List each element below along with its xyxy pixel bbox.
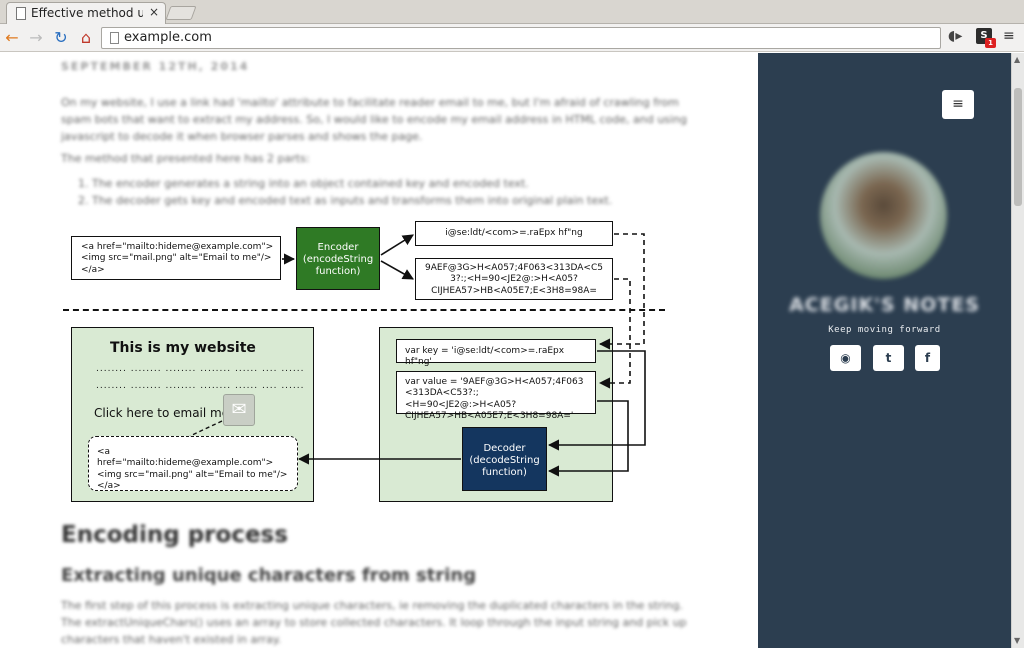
tab-close-icon[interactable]: × [149, 5, 160, 19]
scrollbar-thumb[interactable] [1014, 88, 1022, 206]
arrow [598, 278, 631, 389]
speaker-icon[interactable]: ◖▸ [948, 28, 963, 44]
decoder-label: function) [482, 467, 527, 478]
browser-menu-icon[interactable]: ≡ [1003, 28, 1015, 44]
placeholder-text: ........ ........ ........ ........ ....… [96, 381, 305, 391]
encoder-box: Encoder (encodeString function) [296, 227, 380, 290]
encoded-line: 3?:;<H=90<JE2@:>H<A05? [450, 274, 578, 285]
reload-icon[interactable]: ↻ [54, 28, 68, 47]
tab-strip: Effective method usin × [0, 0, 1024, 24]
extension-badge: 1 [985, 38, 996, 48]
mail-icon: ✉ [223, 394, 255, 426]
website-title: This is my website [110, 340, 256, 356]
encoded-line: 9AEF@3G>H<A057;4F063<313DA<C5 [425, 263, 603, 273]
decoder-label: (decodeString [469, 455, 540, 466]
var-value-box: var value = '9AEF@3G>H<A057;4F063 <313DA… [396, 371, 596, 421]
code-line: <a href="mailto:hideme@example.com"> [97, 447, 274, 469]
output-html-box: <a href="mailto:hideme@example.com"> <im… [88, 436, 298, 491]
code-line: </a> [97, 480, 121, 491]
browser-toolbar: ← → ↻ ⌂ example.com [0, 24, 1024, 52]
list-item: 1. The encoder generates a string into a… [78, 177, 529, 190]
post-date: SEPTEMBER 12TH, 2014 [61, 60, 250, 73]
arrow [380, 260, 414, 280]
key-output-box: i@se:ldt/<com>=.raEpx hf"ng [415, 221, 613, 246]
url-text: example.com [124, 30, 212, 45]
placeholder-text: ........ ........ ........ ........ ....… [96, 364, 305, 374]
site-title[interactable]: ACEGIK'S NOTES [789, 294, 980, 316]
website-panel: This is my website ........ ........ ...… [71, 327, 314, 502]
encoder-label: function) [315, 266, 361, 277]
page-scrollbar[interactable]: ▲ ▼ [1011, 53, 1024, 648]
new-tab-button[interactable] [165, 6, 197, 20]
twitter-icon[interactable]: t [873, 345, 904, 371]
facebook-icon[interactable]: f [915, 345, 940, 371]
forward-arrow-icon[interactable]: → [29, 28, 43, 47]
tab-title: Effective method usin [31, 6, 143, 20]
code-line: var value = '9AEF@3G>H<A057;4F063 [405, 377, 584, 387]
page-icon [110, 32, 119, 44]
code-line: <img src="mail.png" alt="Email to me"/> [97, 469, 288, 480]
back-arrow-icon[interactable]: ← [5, 28, 19, 47]
connector-line [189, 420, 223, 437]
page-icon [16, 7, 26, 20]
arrow [547, 400, 629, 477]
code-line: CIJHEA57>HB<A05E7;E<3H8=98A=' [405, 410, 574, 421]
scroll-down-icon[interactable]: ▼ [1014, 636, 1021, 645]
site-tagline: Keep moving forward [828, 325, 941, 335]
tab-active[interactable]: Effective method usin × [6, 2, 166, 24]
code-line: <img src="mail.png" alt="Email to me"/> [81, 253, 272, 264]
arrow [547, 350, 646, 451]
decoder-box: Decoder (decodeString function) [462, 427, 547, 491]
code-line: <313DA<C53?:;<H=90<JE2@:>H<A05? [405, 388, 517, 410]
encoding-diagram: <a href="mailto:hideme@example.com"> <im… [0, 53, 758, 648]
code-line: </a> [81, 264, 105, 275]
list-item: 2. The decoder gets key and encoded text… [78, 194, 613, 207]
section-heading: Encoding process [61, 522, 288, 548]
avatar [820, 152, 947, 279]
sidebar: ≡ ACEGIK'S NOTES Keep moving forward ◉ t… [758, 53, 1011, 648]
divider-line [63, 309, 665, 311]
decoder-label: Decoder [483, 443, 526, 454]
extract-paragraph: The first step of this process is extrac… [61, 599, 687, 647]
github-icon[interactable]: ◉ [830, 345, 861, 371]
address-bar[interactable]: example.com [101, 27, 941, 49]
subsection-heading: Extracting unique characters from string [61, 565, 477, 586]
arrow [598, 233, 645, 350]
encoder-label: Encoder [317, 242, 359, 253]
scroll-up-icon[interactable]: ▲ [1014, 55, 1021, 64]
diagram-arrows [189, 233, 646, 477]
intro-paragraph: On my website, I use a link had 'mailto'… [61, 96, 687, 144]
sidebar-menu-icon[interactable]: ≡ [942, 90, 974, 119]
click-email-text: Click here to email me [94, 406, 230, 420]
method-intro: The method that presented here has 2 par… [61, 152, 310, 165]
encoded-line: CIJHEA57>HB<A05E7;E<3H8=98A= [431, 285, 597, 296]
source-html-box: <a href="mailto:hideme@example.com"> <im… [71, 236, 281, 280]
home-icon[interactable]: ⌂ [80, 28, 92, 47]
article-content: SEPTEMBER 12TH, 2014 On my website, I us… [0, 53, 758, 648]
code-line: <a href="mailto:hideme@example.com"> [81, 242, 274, 252]
encoded-output-box: 9AEF@3G>H<A057;4F063<313DA<C5 3?:;<H=90<… [415, 258, 613, 300]
arrow [380, 234, 414, 256]
var-key-box: var key = 'i@se:ldt/<com>=.raEpx hf"ng' [396, 339, 596, 367]
encoder-label: (encodeString [302, 254, 374, 265]
